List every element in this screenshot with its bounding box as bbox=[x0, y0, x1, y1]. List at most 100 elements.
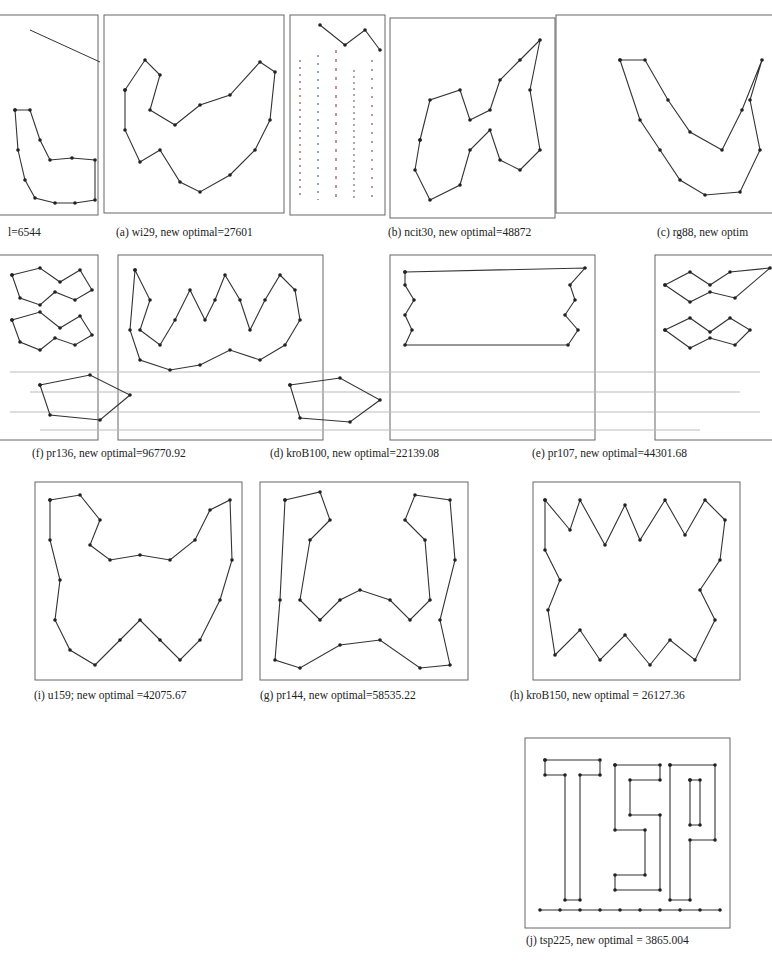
city-dot bbox=[168, 558, 172, 562]
city-dot bbox=[118, 638, 122, 642]
city-dot bbox=[158, 343, 162, 347]
tour-path bbox=[15, 110, 95, 203]
city-dot bbox=[563, 898, 567, 902]
city-dot bbox=[543, 548, 547, 552]
figure-caption: (h) kroB150, new optimal = 26127.36 bbox=[508, 688, 687, 702]
city-dot bbox=[273, 658, 277, 662]
city-dot bbox=[668, 898, 672, 902]
city-dot bbox=[230, 558, 234, 562]
city-dot bbox=[403, 270, 407, 274]
city-dot bbox=[418, 666, 422, 670]
city-dot bbox=[598, 758, 602, 762]
city-dot bbox=[48, 158, 52, 162]
city-dot bbox=[708, 330, 712, 334]
tour-path bbox=[405, 268, 585, 345]
city-dot bbox=[618, 908, 622, 912]
city-dot bbox=[688, 316, 692, 320]
city-dot bbox=[546, 608, 550, 612]
city-dot bbox=[58, 280, 62, 284]
city-dot bbox=[10, 318, 14, 322]
city-dot bbox=[18, 296, 22, 300]
city-dot bbox=[738, 190, 742, 194]
figure-caption: (g) pr144, new optimal=58535.22 bbox=[258, 688, 418, 702]
city-dot bbox=[578, 628, 582, 632]
tour-path bbox=[545, 500, 725, 665]
city-dot bbox=[623, 633, 627, 637]
city-dot bbox=[663, 283, 667, 287]
city-dot bbox=[688, 346, 692, 350]
city-dot bbox=[10, 273, 14, 277]
panel-frame bbox=[260, 482, 468, 680]
city-dot bbox=[378, 48, 382, 52]
city-dot bbox=[528, 88, 532, 92]
city-dot bbox=[618, 58, 622, 62]
city-dot bbox=[278, 273, 282, 277]
city-dot bbox=[363, 28, 367, 32]
city-dot bbox=[238, 298, 242, 302]
city-dot bbox=[348, 420, 352, 424]
city-dot bbox=[748, 98, 752, 102]
tour-path bbox=[620, 60, 762, 195]
city-dot bbox=[623, 503, 627, 507]
panel-frame bbox=[0, 15, 98, 215]
city-dot bbox=[23, 178, 27, 182]
city-dot bbox=[403, 343, 407, 347]
city-dot bbox=[148, 108, 152, 112]
city-dot bbox=[48, 538, 52, 542]
city-dot bbox=[558, 908, 562, 912]
city-dot bbox=[613, 888, 617, 892]
city-dot bbox=[18, 340, 22, 344]
city-dot bbox=[566, 343, 570, 347]
city-dot bbox=[613, 763, 617, 767]
city-dot bbox=[613, 873, 617, 877]
city-dot bbox=[683, 533, 687, 537]
city-dot bbox=[78, 268, 82, 272]
city-dot bbox=[688, 778, 692, 782]
city-dot bbox=[358, 588, 362, 592]
city-dot bbox=[38, 383, 42, 387]
city-dot bbox=[658, 908, 662, 912]
city-dot bbox=[138, 618, 142, 622]
city-dot bbox=[658, 778, 662, 782]
city-dot bbox=[543, 498, 547, 502]
city-dot bbox=[488, 128, 492, 132]
city-dot bbox=[418, 138, 422, 142]
city-dot bbox=[28, 108, 32, 112]
city-dot bbox=[768, 266, 772, 270]
tour-path bbox=[690, 780, 700, 825]
city-dot bbox=[228, 348, 232, 352]
city-dot bbox=[213, 298, 217, 302]
city-dot bbox=[138, 358, 142, 362]
city-dot bbox=[538, 148, 542, 152]
tour-path bbox=[125, 60, 275, 192]
city-dot bbox=[648, 663, 652, 667]
city-dot bbox=[48, 498, 52, 502]
city-dot bbox=[128, 393, 132, 397]
city-dot bbox=[90, 333, 94, 337]
city-dot bbox=[668, 763, 672, 767]
city-dot bbox=[178, 180, 182, 184]
noise-streaks bbox=[10, 372, 760, 430]
tour-path bbox=[665, 318, 750, 348]
city-dot bbox=[573, 298, 577, 302]
city-dot bbox=[713, 618, 717, 622]
city-dot bbox=[728, 316, 732, 320]
city-dot bbox=[123, 128, 127, 132]
city-dot bbox=[138, 553, 142, 557]
city-dot bbox=[703, 498, 707, 502]
city-dot bbox=[308, 538, 312, 542]
tour-path bbox=[275, 492, 455, 668]
city-dot bbox=[38, 138, 42, 142]
city-dot bbox=[78, 493, 82, 497]
city-dot bbox=[740, 108, 744, 112]
city-dot bbox=[48, 498, 52, 502]
tour-path bbox=[12, 268, 92, 305]
city-dot bbox=[658, 813, 662, 817]
city-dot bbox=[538, 908, 542, 912]
city-dot bbox=[38, 383, 42, 387]
city-dot bbox=[53, 201, 57, 205]
figure-caption: (c) rg88, new optim bbox=[655, 225, 750, 239]
figure-caption: (j) tsp225, new optimal = 3865.004 bbox=[524, 933, 691, 947]
city-dot bbox=[663, 328, 667, 332]
tour-path bbox=[540, 909, 720, 910]
